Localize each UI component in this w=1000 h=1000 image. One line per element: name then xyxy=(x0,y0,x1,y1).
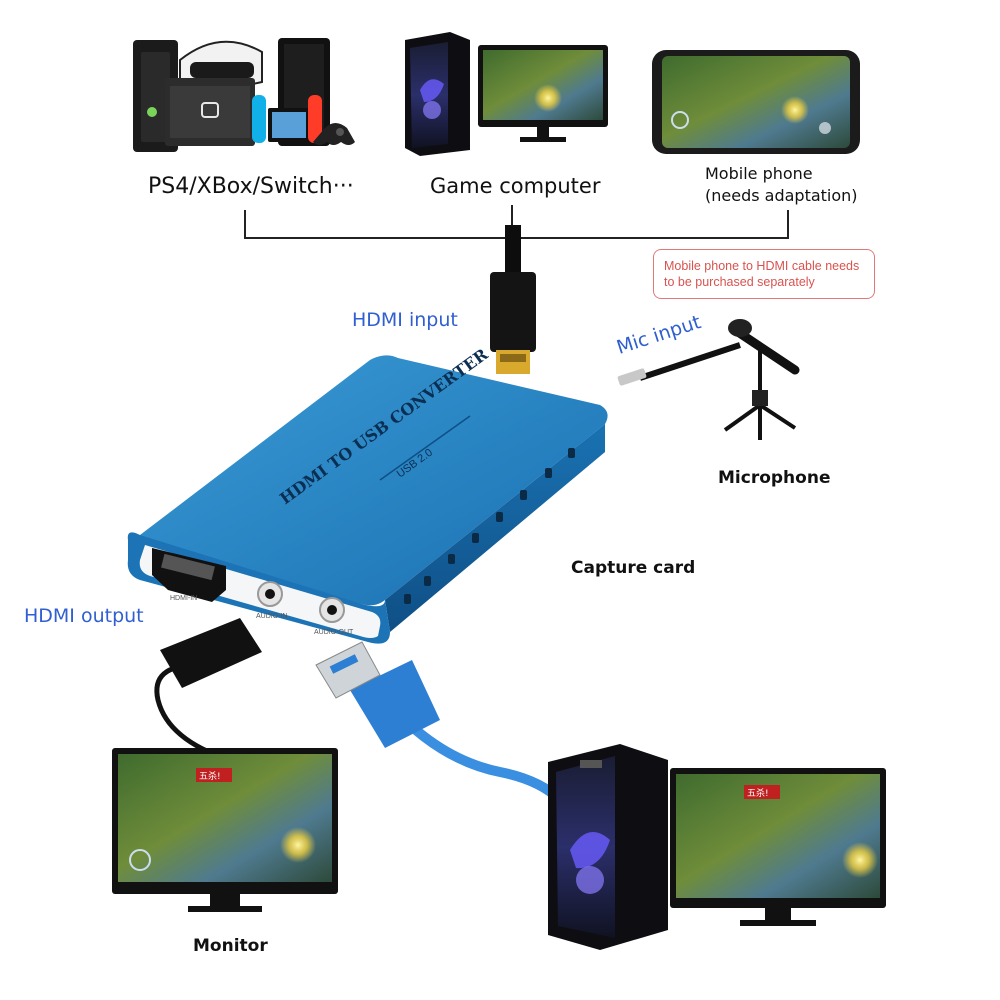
screen-badge-computer: 五杀! xyxy=(747,787,769,799)
consoles-image xyxy=(133,38,355,152)
mobile-phone-image xyxy=(652,50,860,154)
monitor-label: Monitor xyxy=(193,936,268,956)
mic-cable xyxy=(617,342,741,386)
microphone-image xyxy=(723,319,800,440)
mobile-phone-label: Mobile phone xyxy=(705,164,813,183)
microphone-label: Microphone xyxy=(718,468,831,488)
purchase-note-line1: Mobile phone to HDMI cable needs xyxy=(664,259,860,273)
port-hdmi-label: HDMI-IN xyxy=(170,595,197,602)
port-audio-in-label: AUDIO-IN xyxy=(256,613,288,620)
hdmi-input-label: HDMI input xyxy=(352,309,458,331)
purchase-note: Mobile phone to HDMI cable needs to be p… xyxy=(653,249,875,299)
screen-badge-monitor: 五杀! xyxy=(199,770,221,782)
game-computer-image xyxy=(405,32,608,156)
game-computer-label: Game computer xyxy=(430,174,601,198)
mobile-phone-sublabel: (needs adaptation) xyxy=(705,186,858,205)
capture-card-device xyxy=(127,355,608,644)
monitor-image xyxy=(112,748,338,912)
usb-cable xyxy=(315,641,565,805)
hdmi-output-label: HDMI output xyxy=(24,605,144,627)
receiving-computer-image xyxy=(548,744,886,950)
capture-card-label: Capture card xyxy=(571,558,696,578)
hdmi-output-cable xyxy=(154,618,262,763)
consoles-label: PS4/XBox/Switch··· xyxy=(148,174,354,199)
purchase-note-line2: to be purchased separately xyxy=(664,275,815,289)
hdmi-input-cable xyxy=(490,225,536,374)
port-audio-out-label: AUDIO-OUT xyxy=(314,629,354,636)
